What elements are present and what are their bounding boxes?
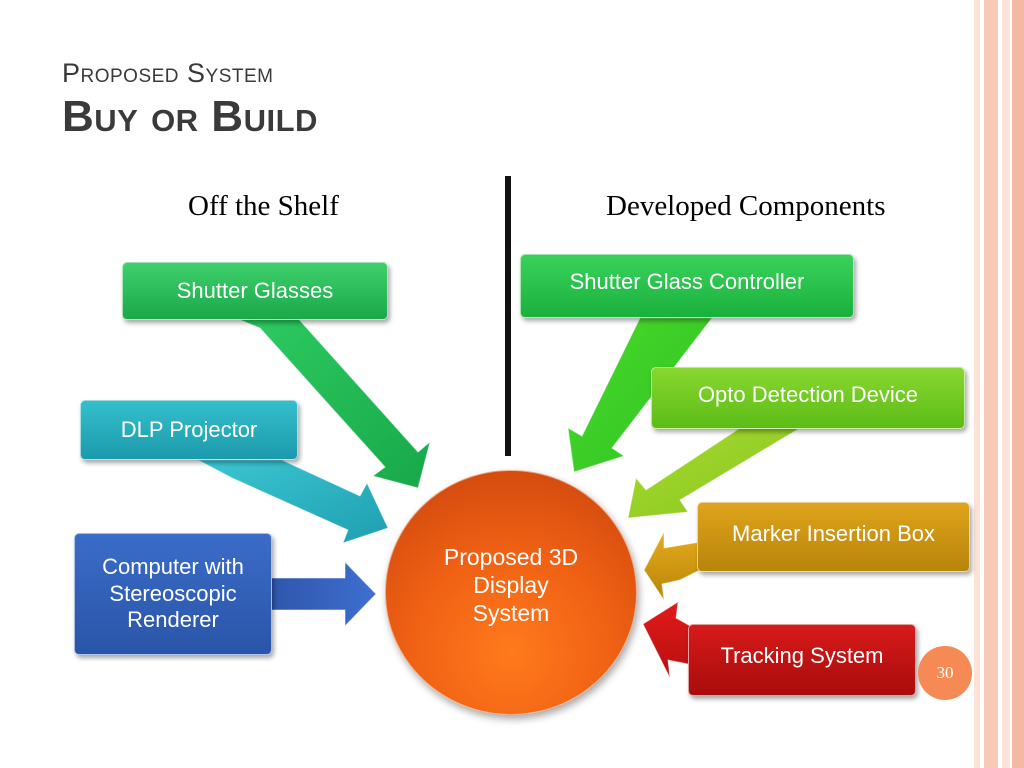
decorative-stripes: [974, 0, 1024, 768]
arrow-opto-detection: [627, 427, 802, 519]
slide-subtitle: Proposed System: [62, 58, 274, 88]
box-computer-line2: Stereoscopic: [109, 580, 237, 606]
box-computer-line3: Renderer: [127, 607, 219, 633]
box-tracking-system-label: Tracking System: [720, 643, 884, 668]
page-number: 30: [918, 646, 972, 700]
slide-title: Buy or Build: [62, 92, 318, 141]
box-shutter-glass-controller: Shutter Glass Controller: [520, 254, 854, 318]
box-marker-insertion-box: Marker Insertion Box: [697, 502, 970, 572]
center-node-proposed-system: Proposed 3D Display System: [385, 470, 637, 715]
center-node-line1: Proposed 3D: [443, 544, 579, 570]
off-the-shelf-heading: Off the Shelf: [188, 190, 339, 222]
arrow-computer: [261, 560, 377, 628]
box-shutter-glasses: Shutter Glasses: [122, 262, 388, 320]
box-computer-renderer: Computer with Stereoscopic Renderer: [74, 533, 272, 655]
arrow-marker-insertion: [643, 531, 701, 601]
box-opto-detection-device: Opto Detection Device: [651, 367, 965, 429]
center-node-line3: System: [472, 600, 550, 627]
box-shutter-glass-controller-label: Shutter Glass Controller: [569, 269, 805, 294]
stripe: [984, 0, 998, 768]
box-tracking-system: Tracking System: [688, 624, 916, 696]
box-opto-detection-device-label: Opto Detection Device: [697, 382, 919, 407]
stripe: [1002, 0, 1010, 768]
arrow-shutter-glasses: [227, 314, 431, 489]
arrow-dlp-projector: [197, 459, 389, 544]
developed-components-heading: Developed Components: [606, 190, 886, 222]
stripe: [974, 0, 980, 768]
stripe: [1012, 0, 1024, 768]
box-marker-insertion-box-label: Marker Insertion Box: [732, 521, 935, 546]
box-dlp-projector: DLP Projector: [80, 400, 298, 460]
box-dlp-projector-label: DLP Projector: [120, 416, 258, 442]
arrow-shutter-glass-controller: [567, 317, 714, 473]
column-divider: [505, 176, 511, 456]
center-node-line2: Display: [473, 572, 549, 599]
box-computer-line1: Computer with: [102, 554, 244, 580]
box-shutter-glasses-label: Shutter Glasses: [176, 277, 334, 303]
